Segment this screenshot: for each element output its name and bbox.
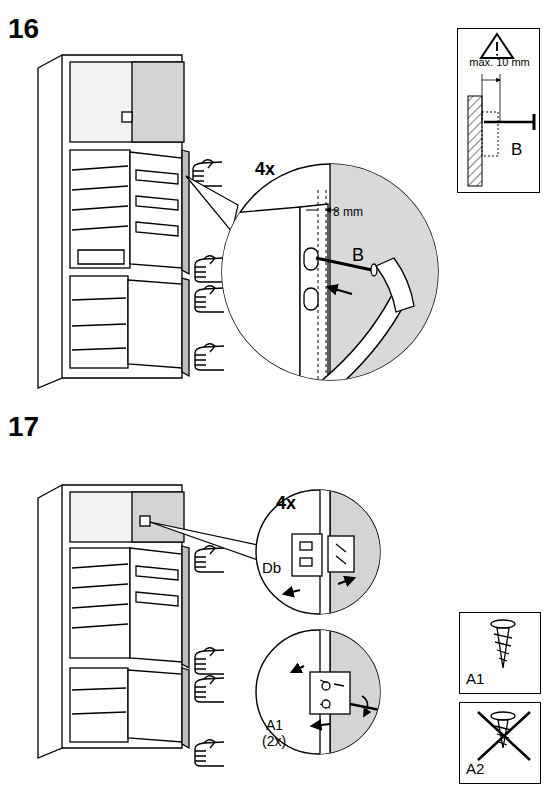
door-panel-edge	[182, 150, 189, 274]
screw-head	[322, 682, 330, 690]
hole-section	[482, 112, 498, 156]
fridge-cabinet	[38, 55, 189, 388]
node-text: A2	[466, 761, 484, 778]
panel-front	[220, 207, 300, 400]
hinge-bracket	[292, 534, 322, 576]
hammer-handle	[320, 300, 398, 392]
cabinet-side	[38, 55, 62, 388]
door-panel-edge	[182, 546, 189, 668]
screw-thread	[494, 634, 512, 661]
guide-lines	[318, 190, 326, 400]
dimension-arrow	[482, 80, 500, 81]
door-panel-edge	[182, 668, 189, 748]
hinge-bracket	[310, 672, 350, 714]
cabinet-side	[38, 485, 62, 758]
hinge	[140, 516, 150, 526]
screw-head	[491, 620, 515, 628]
callout-label: 4x	[276, 494, 296, 514]
node-text: max. 10 mm	[462, 56, 537, 68]
fridge-interior	[70, 150, 130, 268]
move-arrow	[284, 590, 300, 594]
screw-panel: A2	[459, 702, 541, 784]
nail-head	[533, 114, 536, 130]
fridge-interior	[70, 548, 130, 658]
freezer-door	[128, 670, 182, 742]
warning-panel: max. 10 mm B	[457, 28, 540, 193]
callout-label: Db	[262, 560, 281, 577]
hinge	[122, 112, 132, 122]
callout-tail	[186, 176, 238, 232]
freezer-interior	[70, 668, 128, 742]
hammer-handle	[320, 300, 398, 392]
move-arrow	[338, 578, 354, 584]
screw-icon	[491, 620, 515, 668]
furniture-door-top	[132, 62, 184, 142]
step-number: 17	[8, 412, 39, 443]
screw	[320, 680, 344, 708]
step-number: 16	[8, 14, 39, 45]
freezer-drawers	[72, 688, 126, 714]
hammer-head	[376, 258, 414, 312]
wall-section	[468, 96, 482, 186]
screw-body	[497, 628, 509, 668]
screw-head	[322, 700, 330, 708]
callout-label: B	[352, 246, 364, 266]
fridge-door	[130, 152, 182, 268]
furniture-door-top	[132, 492, 184, 542]
push-arrow	[328, 287, 352, 294]
cross-mark	[478, 712, 530, 760]
hinge-plate	[328, 536, 354, 572]
screwdriver	[350, 704, 390, 712]
door-panel-edge	[182, 278, 189, 376]
plate-slots	[336, 544, 346, 564]
callout-label: A1	[266, 718, 283, 733]
door-balconies	[136, 170, 178, 236]
callout-tail	[150, 522, 258, 560]
screw-icon	[478, 712, 530, 760]
dimension-line	[482, 74, 500, 122]
hands	[195, 546, 224, 766]
callout-label: 8 mm	[333, 206, 363, 219]
freezer-door	[128, 280, 182, 368]
fridge-door	[130, 548, 182, 662]
bracket-slot	[300, 558, 312, 566]
move-arrow	[292, 666, 304, 672]
hole	[304, 288, 318, 310]
rotate-arrow	[362, 696, 368, 716]
part-letter: B	[511, 141, 522, 160]
fridge-shelves	[72, 166, 128, 264]
bracket-slot	[300, 542, 312, 550]
callout-label: 4x	[255, 160, 275, 180]
panel-edge	[300, 204, 328, 400]
freezer-interior	[70, 276, 128, 368]
callout-label: (2x)	[262, 734, 286, 749]
door-balconies	[136, 566, 178, 606]
warning-triangle	[481, 34, 513, 58]
zoom-detail	[220, 150, 470, 400]
screw-panel: A1	[459, 612, 541, 694]
fridge-shelves	[72, 564, 128, 628]
freezer-drawers	[72, 298, 126, 350]
move-arrow	[312, 724, 330, 726]
zoom-detail	[292, 620, 410, 770]
zoom-detail	[284, 480, 410, 630]
node-text: A1	[466, 671, 484, 688]
nail	[484, 121, 534, 124]
exclamation	[496, 42, 498, 56]
screw-head	[491, 712, 515, 720]
